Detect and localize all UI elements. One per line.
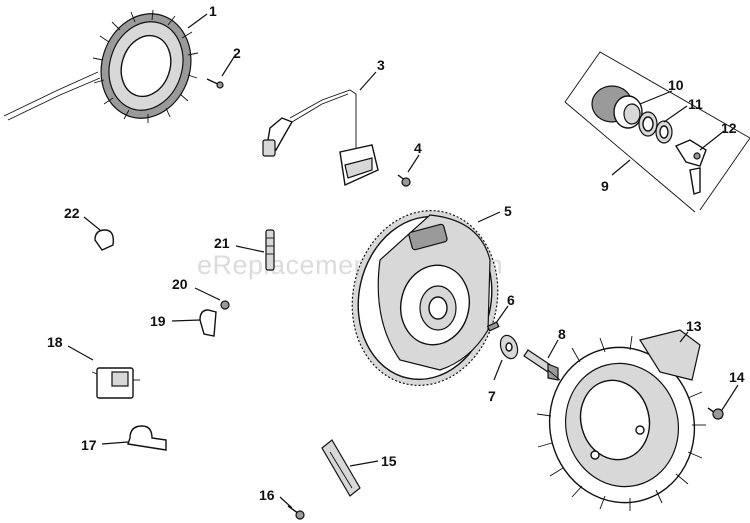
callout-11: 11 — [688, 96, 703, 112]
callout-18: 18 — [47, 334, 63, 350]
module-screw-part[interactable] — [397, 174, 411, 187]
callout-3: 3 — [377, 57, 385, 73]
flywheel-part[interactable] — [336, 197, 513, 399]
callout-1: 1 — [209, 3, 217, 19]
bracket-part[interactable] — [321, 439, 361, 497]
callout-4: 4 — [414, 140, 422, 156]
wire-clip-part[interactable] — [94, 229, 115, 251]
callout-6: 6 — [507, 292, 515, 308]
callout-14: 14 — [729, 369, 745, 385]
callout-5: 5 — [504, 203, 512, 219]
callout-12: 12 — [721, 120, 737, 136]
bracket-screw-part[interactable] — [287, 505, 305, 520]
washer-part[interactable] — [497, 333, 520, 361]
callout-labels: 1 2 3 4 5 6 7 8 9 10 11 12 13 14 15 16 1… — [47, 3, 745, 503]
key-part[interactable] — [486, 321, 500, 332]
stud-part[interactable] — [265, 229, 275, 271]
rectifier-part[interactable] — [91, 367, 140, 399]
leader-lines — [67, 13, 739, 509]
switch-nut-part[interactable] — [638, 111, 673, 144]
stator-screw-part[interactable] — [206, 78, 224, 89]
callout-17: 17 — [81, 437, 97, 453]
callout-22: 22 — [64, 205, 80, 221]
callout-8: 8 — [558, 326, 566, 342]
fan-screw-part[interactable] — [707, 407, 724, 420]
callout-2: 2 — [233, 45, 241, 61]
callout-19: 19 — [150, 313, 166, 329]
clip-part[interactable] — [199, 309, 217, 337]
nut-part[interactable] — [220, 300, 230, 310]
key-switch-kit-part[interactable] — [564, 51, 750, 213]
callout-16: 16 — [259, 487, 275, 503]
clamp-lower-part[interactable] — [127, 425, 167, 451]
callout-20: 20 — [172, 276, 188, 292]
callout-21: 21 — [214, 235, 230, 251]
ignition-module-part[interactable] — [262, 89, 379, 187]
callout-15: 15 — [381, 453, 397, 469]
keys-part[interactable] — [674, 139, 707, 195]
flywheel-bolt-part[interactable] — [523, 349, 559, 381]
callout-10: 10 — [668, 77, 684, 93]
fan-part[interactable] — [532, 329, 711, 519]
stator-part[interactable] — [3, 2, 204, 130]
callout-7: 7 — [488, 388, 496, 404]
callout-9: 9 — [601, 178, 609, 194]
callout-13: 13 — [686, 318, 702, 334]
key-switch-part[interactable] — [591, 85, 643, 129]
